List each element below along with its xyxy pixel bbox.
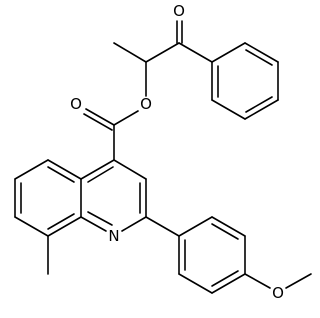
bond-pyr-inner-3	[87, 211, 113, 226]
bond-benzo-inner-3	[47, 213, 75, 230]
bond-aryl-5	[178, 273, 213, 294]
bond-c4a-c4	[80, 159, 115, 180]
bond-phenyl-inner-2	[245, 96, 273, 113]
bond-phenyl-4	[244, 99, 279, 120]
atom-label-quinoline-nitrogen: N	[108, 227, 119, 245]
bond-phenyl-inner-1	[245, 49, 273, 66]
bond-aryl-to-methoxy-o	[244, 273, 271, 289]
bond-phenyl-2	[244, 42, 279, 63]
bond-aryl-2	[211, 216, 246, 237]
atom-label-ester-ether-oxygen: O	[140, 95, 152, 113]
bond-c2-n1	[121, 216, 147, 232]
bond-aryl-inner-1	[211, 223, 239, 240]
bond-phenyl-5	[211, 99, 246, 120]
bond-carbonyl-to-phenyl	[178, 42, 213, 63]
bond-c5-c6	[14, 159, 49, 180]
bond-ester-co-1	[85, 108, 115, 126]
atom-label-ester-carbonyl-oxygen: O	[70, 95, 82, 113]
bond-ester-o-to-c	[113, 110, 139, 126]
bond-aryl-4	[211, 273, 246, 294]
bond-c8-c8a	[47, 216, 82, 237]
bond-c7-c8	[14, 216, 49, 237]
bond-c4-c3	[113, 159, 147, 180]
bond-phenyl-1	[211, 42, 246, 63]
bond-aryl-inner-2	[211, 270, 239, 287]
bond-methoxy-o-to-ch3	[285, 273, 312, 289]
bond-ester-co-2	[83, 113, 113, 131]
bond-benzo-inner-1	[47, 166, 75, 183]
bond-c4a-c5	[47, 159, 82, 180]
bond-n1-c8a	[80, 216, 107, 232]
bond-carbonyl-to-alpha	[145, 42, 180, 63]
bond-alpha-methyl	[113, 42, 147, 63]
atom-label-methoxy-oxygen: O	[272, 284, 284, 302]
bond-pyr-inner-2	[87, 166, 114, 183]
bond-c2-to-aryl	[145, 216, 180, 237]
bond-aryl-1	[178, 216, 213, 237]
atom-label-ketone-oxygen: O	[173, 2, 185, 20]
